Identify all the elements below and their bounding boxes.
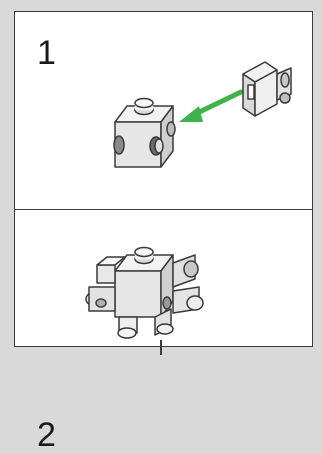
connector-block [114, 99, 175, 168]
step-2-illustration [15, 209, 314, 348]
assembled-block [86, 248, 203, 339]
step-1-illustration [15, 12, 314, 209]
clip-piece [243, 62, 291, 116]
step-2-number: 2 [37, 418, 56, 452]
green-arrow-icon [179, 92, 241, 122]
page-marker [158, 340, 164, 355]
step-2-panel: 2 [15, 209, 312, 348]
step-1-panel: 1 [15, 12, 312, 209]
instruction-sheet: 1 [14, 11, 313, 347]
